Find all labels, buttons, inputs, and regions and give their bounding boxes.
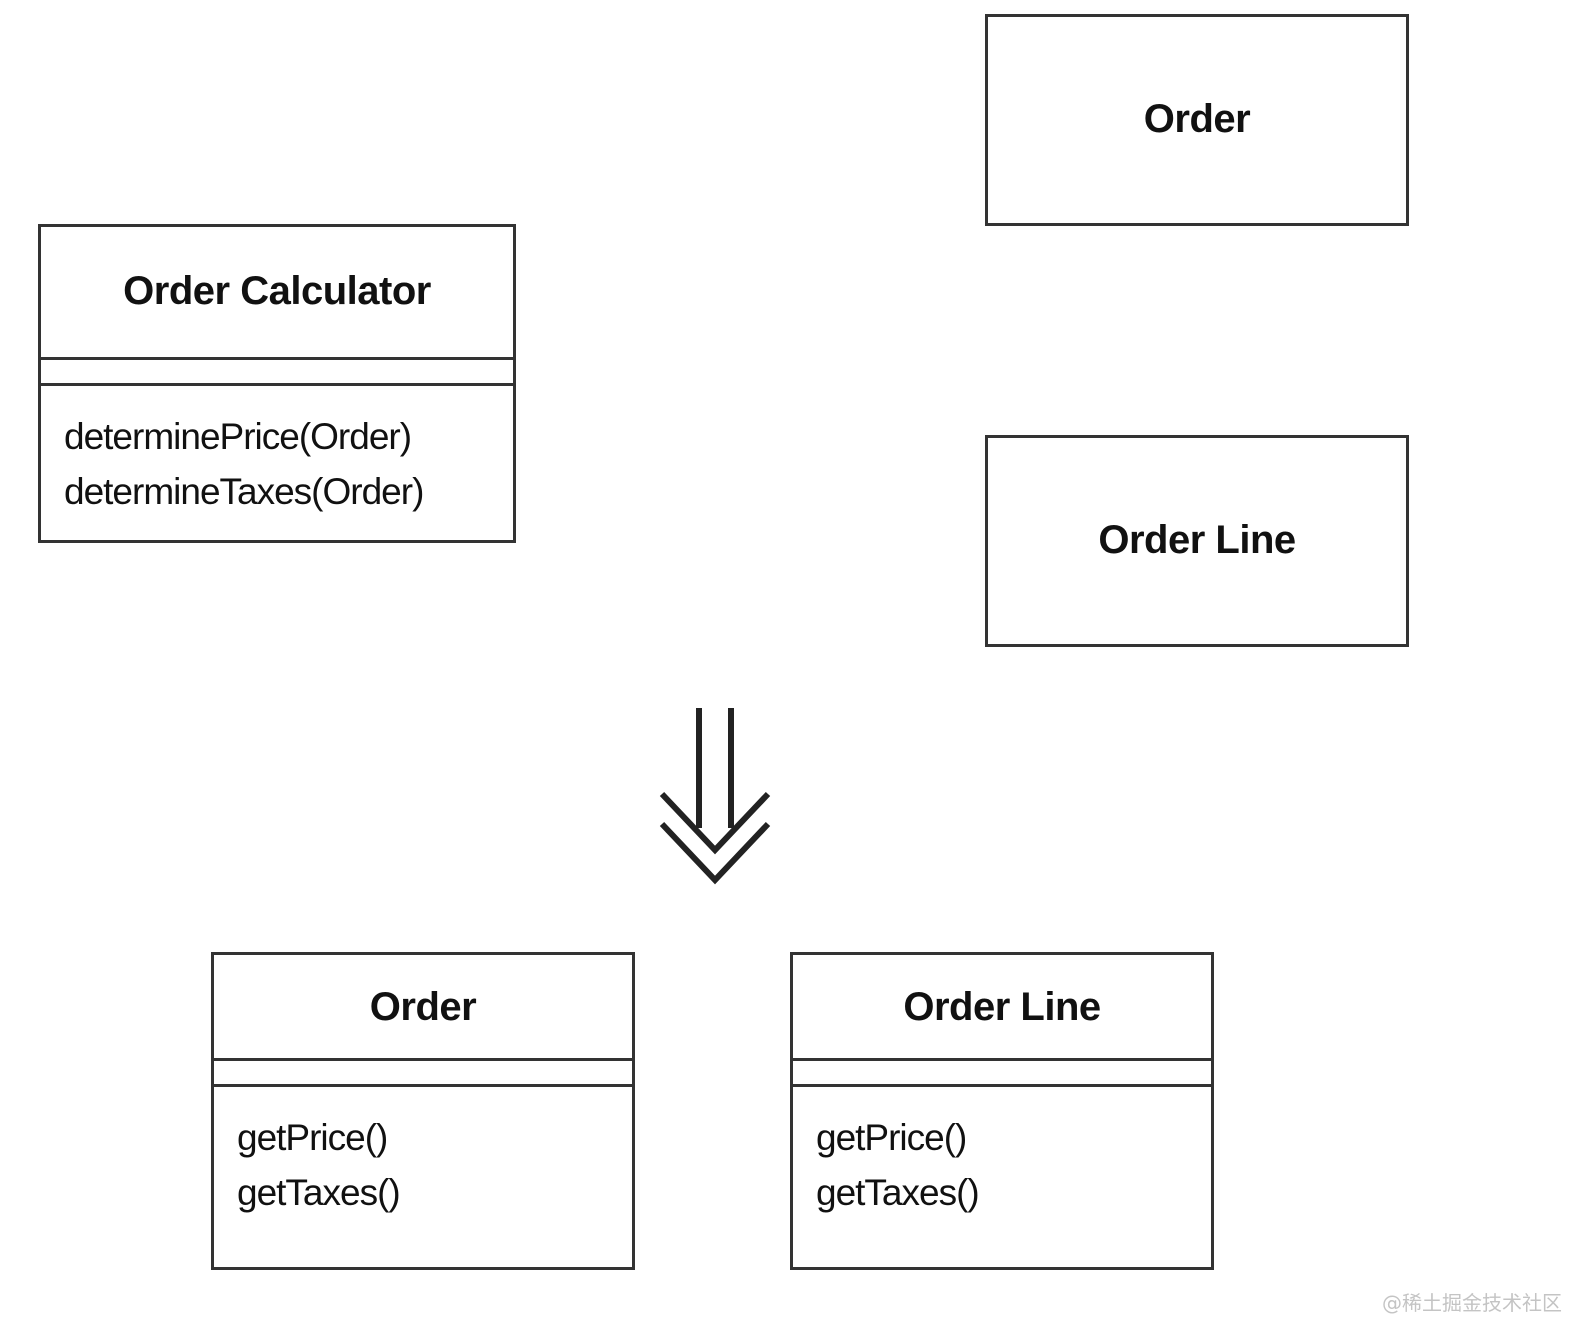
order-line-class-title-after: Order Line — [903, 985, 1101, 1029]
order-calculator-method: determineTaxes(Order) — [64, 471, 424, 512]
order-class-title-before: Order — [1143, 97, 1251, 141]
order-line-attributes-separator — [793, 1084, 1211, 1087]
order-name-separator — [214, 1058, 632, 1061]
order-attributes-separator — [214, 1084, 632, 1087]
order-line-method: getPrice() — [816, 1117, 967, 1158]
order-line-class-box-after: Order Line getPrice() getTaxes() — [790, 952, 1214, 1270]
order-line-method: getTaxes() — [816, 1172, 980, 1213]
order-class-title-after: Order — [369, 985, 477, 1029]
order-calculator-attributes-separator — [41, 383, 513, 386]
order-calculator-method: determinePrice(Order) — [64, 416, 412, 457]
order-line-class-title-before: Order Line — [1098, 518, 1296, 562]
order-calculator-class-title: Order Calculator — [123, 269, 431, 313]
order-method: getTaxes() — [237, 1172, 401, 1213]
double-down-arrow-icon — [659, 708, 771, 885]
order-method: getPrice() — [237, 1117, 388, 1158]
watermark-text: @稀土掘金技术社区 — [1382, 1291, 1562, 1315]
order-line-name-separator — [793, 1058, 1211, 1061]
order-class-box-after: Order getPrice() getTaxes() — [211, 952, 635, 1270]
order-calculator-class-box: Order Calculator determinePrice(Order) d… — [38, 224, 516, 543]
order-class-box-before: Order — [985, 14, 1409, 226]
order-calculator-methods: determinePrice(Order) determineTaxes(Ord… — [64, 409, 424, 519]
order-methods: getPrice() getTaxes() — [237, 1110, 401, 1220]
order-line-class-box-before: Order Line — [985, 435, 1409, 647]
order-calculator-name-separator — [41, 357, 513, 360]
order-line-methods: getPrice() getTaxes() — [816, 1110, 980, 1220]
